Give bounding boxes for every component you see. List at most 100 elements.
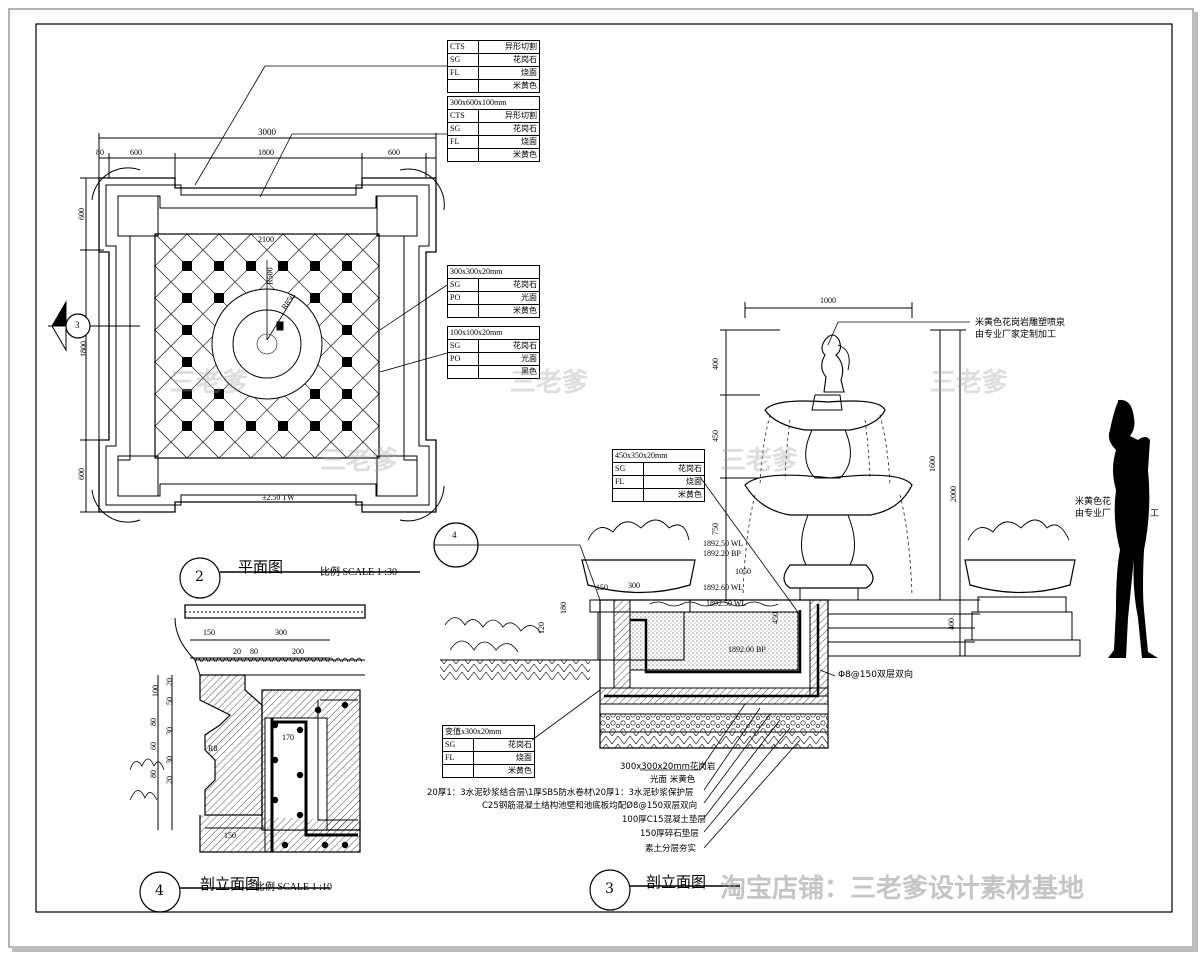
watermark-4: 三老爹 (320, 446, 399, 476)
layer-5: 100厚C15混凝土垫层 (622, 815, 706, 825)
sec4-dim-left-6: 60 (149, 742, 158, 750)
section-4-rebar-dots (271, 701, 349, 849)
elev-level-2: 1892.20 BP (703, 549, 741, 558)
rebar-dot (296, 726, 304, 734)
plan-dim-inner: 2100 (258, 235, 274, 244)
elev-dim-h3: 750 (711, 523, 720, 535)
bowl-flute (278, 657, 286, 663)
section-4-number: 4 (155, 883, 164, 899)
plan-radius-1: R500 (265, 267, 275, 285)
callout-planter-3: 工 (1150, 509, 1160, 519)
rebar-dot (271, 796, 279, 804)
plan-fountain-circles (211, 260, 323, 400)
section-marker-3 (48, 300, 140, 352)
bowl-flute (341, 657, 349, 663)
bowl-flute (313, 657, 321, 663)
elevation-3-title-block (589, 869, 740, 911)
section-4-title: 剖立面图 (200, 875, 261, 893)
sec4-dim-left-2: 20 (165, 678, 174, 686)
callout-planter-2: 由专业厂 (1075, 509, 1112, 519)
bowl-flute (222, 657, 230, 663)
bowl-flute (355, 657, 363, 663)
plan-scale: 比例 SCALE 1 :30 (320, 567, 397, 578)
watermark-5: 三老爹 (720, 446, 799, 476)
rebar-dot (321, 841, 329, 849)
bowl-flute (250, 657, 258, 663)
page-shadow-right (1192, 12, 1198, 950)
sheet-border (35, 23, 1173, 913)
bowl-flute (334, 657, 342, 663)
sec4-dim-mid-2: 80 (250, 647, 258, 656)
elevation-3 (433, 302, 1158, 849)
bowl-flute (236, 657, 244, 663)
sec4-dim-mid-3: 200 (292, 647, 304, 656)
sec4-dim-left-8: 30 (165, 756, 174, 764)
elevation-number: 3 (605, 881, 614, 897)
sec4-dim-left-3: 50 (165, 697, 174, 705)
sec4-dim-left-1: 100 (151, 685, 160, 697)
plan-leaders (194, 65, 448, 373)
layer-1: 300x300x20mm花岗岩 (620, 762, 716, 772)
bowl-flute (229, 657, 237, 663)
elev-dim-w4: 180 (559, 602, 568, 614)
sec4-dim-r8: R8 (208, 744, 218, 753)
rebar-dot (296, 771, 304, 779)
bowl-flute (299, 657, 307, 663)
rebar-dot (341, 701, 349, 709)
bowl-flute (285, 657, 293, 663)
rebar-dot (314, 706, 322, 714)
callout-sculpture-2: 由专业厂家定制加工 (975, 330, 1057, 340)
sec4-dim-left-7: 80 (149, 770, 158, 778)
human-silhouette (1108, 399, 1158, 658)
elev-dim-h4: 1600 (928, 456, 937, 472)
bowl-flute (257, 657, 265, 663)
callout-sculpture-1: 米黄色花岗岩雕塑喷泉 (975, 318, 1066, 328)
watermark-store: 淘宝店铺：三老爹设计素材基地 (720, 874, 1085, 904)
bowl-flute (327, 657, 335, 663)
elevation-title: 剖立面图 (646, 873, 707, 891)
plan-dim-overall: 3000 (258, 127, 276, 137)
bowl-flute (348, 657, 356, 663)
elev-dim-width: 1000 (820, 296, 836, 305)
plan-dim-side-bot: 600 (77, 468, 86, 480)
sec4-dim-mid-1: 20 (233, 647, 241, 656)
bowl-flute (194, 657, 202, 663)
plan-grid-line (282, 361, 380, 459)
rebar-dot (296, 811, 304, 819)
sec4-dim-left-5: 30 (165, 727, 174, 735)
elev-level-5: 1892.00 BP (728, 645, 766, 654)
plan-marker-number: 3 (75, 320, 80, 330)
elev-dim-w5: 120 (537, 622, 546, 634)
layer-2: 光面 米黄色 (650, 775, 696, 785)
plan-view (80, 133, 445, 523)
elev-dim-w7: 450 (771, 612, 780, 624)
plan-number: 2 (195, 569, 204, 585)
plan-elev: ±2.50 TW (262, 493, 295, 502)
sec4-dim-top-1: 150 (203, 628, 215, 637)
bowl-flute (215, 657, 223, 663)
watermark-3: 三老爹 (930, 368, 1009, 398)
rebar-dot (271, 721, 279, 729)
sec4-dim-150: 150 (224, 831, 236, 840)
plan-grid-line (346, 233, 380, 267)
sec4-dim-170: 170 (282, 733, 294, 742)
plan-dim-side-mid: 1800 (79, 341, 88, 357)
plan-tile-pattern (154, 233, 380, 459)
plan-title-block (179, 557, 420, 599)
plan-grid-line (314, 393, 380, 459)
layer-7: 素土分层夯实 (645, 844, 697, 854)
elev-dim-h1: 400 (711, 358, 720, 370)
sec4-dim-left-4: 80 (149, 718, 158, 726)
section-4-title-block (139, 871, 330, 913)
bowl-flute (320, 657, 328, 663)
plan-dim-side-top: 600 (77, 208, 86, 220)
elev-dim-h5: 2000 (949, 486, 958, 502)
bowl-flute (243, 657, 251, 663)
watermark-1: 三老爹 (170, 368, 249, 398)
plan-dim-seg-b: 600 (130, 148, 142, 157)
